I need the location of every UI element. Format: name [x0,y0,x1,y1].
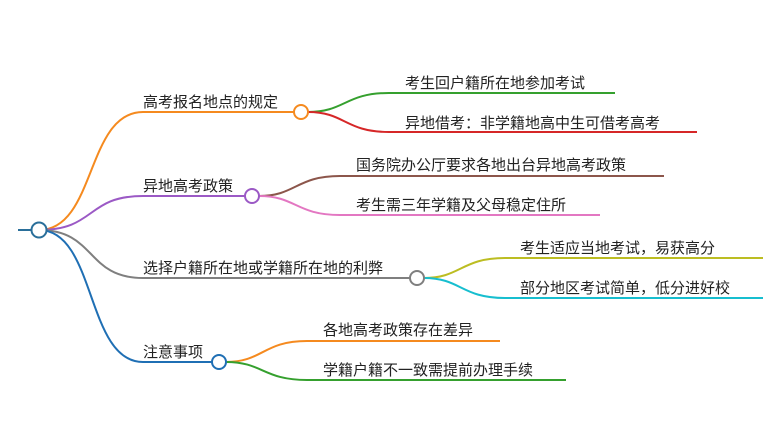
branch-label-registration-location[interactable]: 高考报名地点的规定 [143,93,279,111]
branch-curve-0 [38,111,144,231]
branch-label-pros-cons[interactable]: 选择户籍所在地或学籍所在地的利弊 [143,259,384,277]
leaf-curve-3-1 [225,361,566,381]
leaf-curve-0-1 [307,111,697,133]
leaf-label-easy-exam[interactable]: 部分地区考试简单，低分进好校 [520,279,731,297]
leaf-label-three-years[interactable]: 考生需三年学籍及父母稳定住所 [356,196,567,214]
branch-curve-2 [38,229,144,279]
branch-node-1 [244,188,260,204]
leaf-curve-0-0 [307,92,615,113]
root-node [30,221,48,239]
leaf-label-remote-exam[interactable]: 异地借考：非学籍地高中生可借考高考 [405,114,661,132]
branch-node-3 [211,354,227,370]
branch-label-remote-policy[interactable]: 异地高考政策 [143,177,234,195]
leaf-label-return-hukou[interactable]: 考生回户籍所在地参加考试 [405,74,586,92]
leaf-label-mismatch-procedure[interactable]: 学籍户籍不一致需提前办理手续 [323,361,534,379]
leaf-curve-1-0 [258,175,664,197]
leaf-curve-2-0 [423,257,763,279]
leaf-curve-3-0 [225,340,500,363]
leaf-curve-2-1 [423,277,763,299]
leaf-label-adapt-local[interactable]: 考生适应当地考试，易获高分 [520,239,716,257]
branch-label-notes[interactable]: 注意事项 [143,343,204,361]
leaf-curve-1-1 [258,195,600,216]
branch-node-2 [409,270,425,286]
leaf-label-policy-differ[interactable]: 各地高考政策存在差异 [323,321,474,339]
leaf-label-state-council[interactable]: 国务院办公厅要求各地出台异地高考政策 [356,156,627,174]
branch-curve-1 [38,195,144,231]
branch-node-0 [293,104,309,120]
branch-curve-3 [38,229,144,363]
